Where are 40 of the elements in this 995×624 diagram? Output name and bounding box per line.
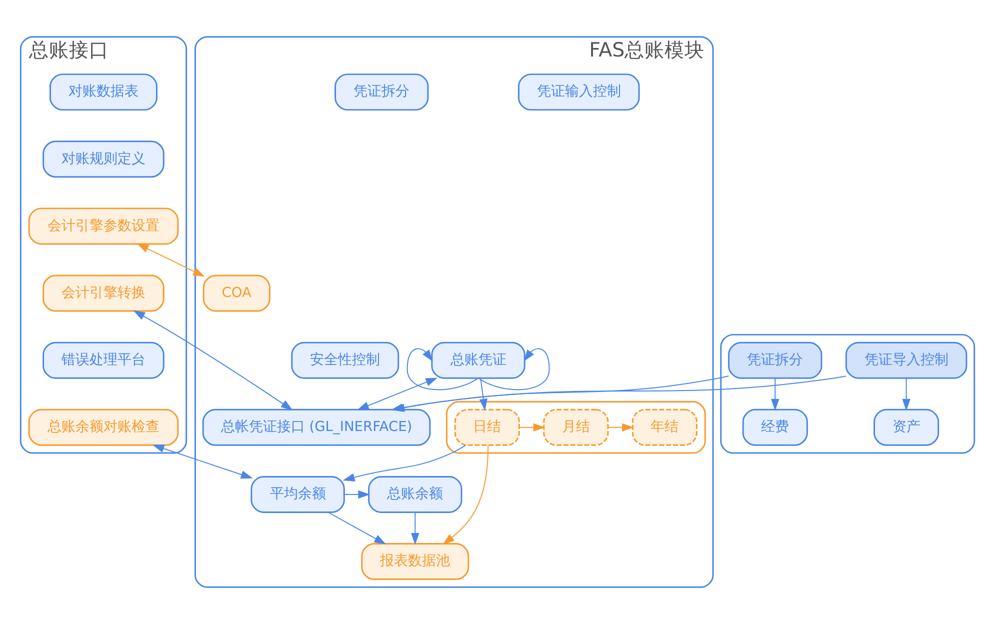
node-box: 年结 <box>632 408 698 446</box>
node-box: 总账余额对账检查 <box>28 408 179 446</box>
node-box: 凭证输入控制 <box>518 74 640 111</box>
node-box: 日结 <box>454 408 520 446</box>
node-box: 对账数据表 <box>50 74 158 111</box>
node-box: 资产 <box>874 408 940 446</box>
arrow <box>152 444 253 479</box>
node-box: 总账余额 <box>368 476 462 513</box>
arrow <box>344 490 370 499</box>
arrow <box>518 423 546 432</box>
arrow <box>357 378 438 410</box>
node-box: 会计引擎转换 <box>42 274 164 312</box>
node-box: 经费 <box>742 408 808 446</box>
cluster <box>446 401 706 454</box>
node-box: 平均余额 <box>250 476 345 513</box>
arrow <box>136 243 205 277</box>
node-box: 凭证拆分 <box>334 74 429 111</box>
node-box: 月结 <box>543 408 609 446</box>
arrow <box>479 378 488 411</box>
arrow <box>342 444 466 482</box>
node-box: 总账凭证 <box>431 342 526 379</box>
arrow <box>770 378 780 411</box>
node-box: 安全性控制 <box>291 342 400 379</box>
node-box: COA <box>202 274 270 312</box>
arrow <box>442 444 488 545</box>
arrow <box>411 512 420 545</box>
node-box: 会计引擎参数设置 <box>28 208 179 245</box>
arrow <box>133 310 293 410</box>
node-box: 总帐凭证接口 (GL_INERFACE) <box>202 408 431 446</box>
node-box: 报表数据池 <box>361 543 470 580</box>
arrow <box>478 348 550 390</box>
arrow <box>608 423 634 432</box>
arrow <box>328 512 386 544</box>
node-box: 凭证拆分 <box>728 342 822 379</box>
node-box: 对账规则定义 <box>42 140 164 178</box>
cluster <box>720 334 976 454</box>
node-box: 错误处理平台 <box>42 342 164 379</box>
arrow <box>902 378 910 411</box>
node-box: 凭证导入控制 <box>845 342 968 379</box>
arrow <box>406 348 479 390</box>
